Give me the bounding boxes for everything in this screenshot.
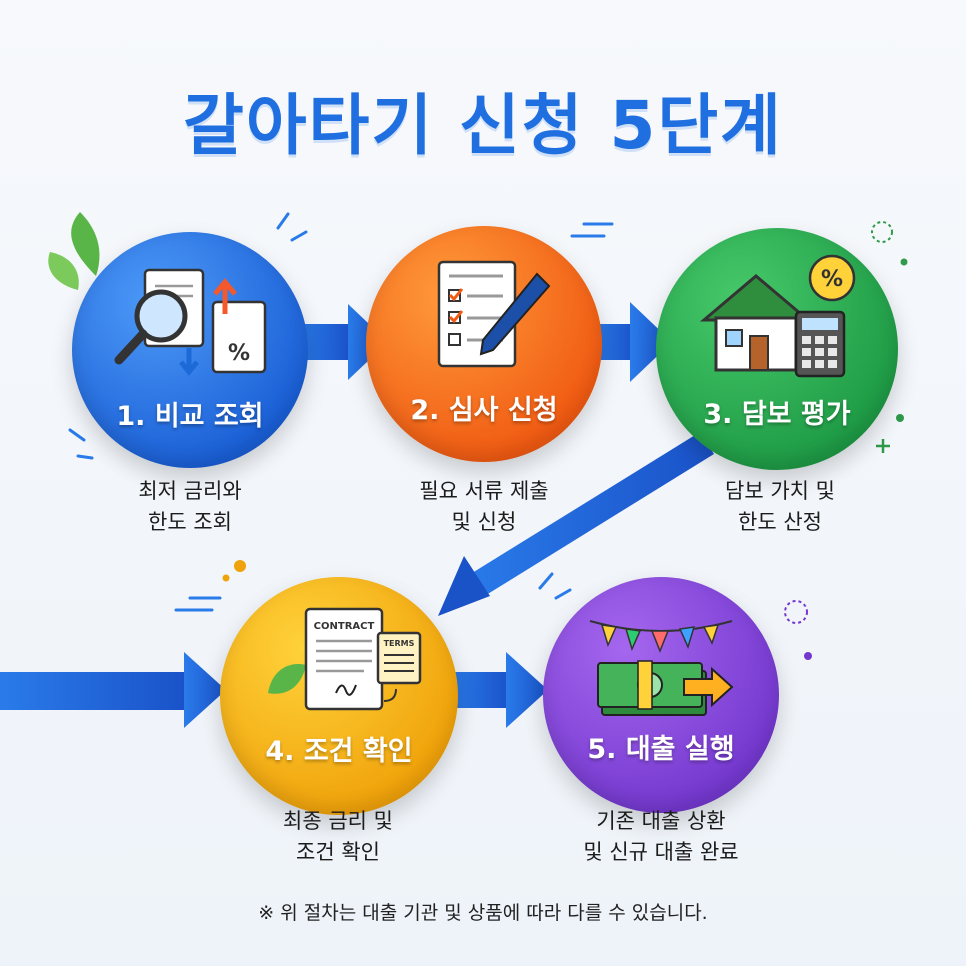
checklist-pen-icon <box>437 260 551 368</box>
step-4-circle: CONTRACT TERMS 4. 조건 확인 <box>220 577 458 815</box>
footnote: ※ 위 절차는 대출 기관 및 상품에 따라 다를 수 있습니다. <box>258 902 708 924</box>
step-1-description: 최저 금리와 한도 조회 <box>80 476 300 538</box>
step-5-desc-line2: 및 신규 대출 완료 <box>583 840 739 864</box>
step-3-description: 담보 가치 및 한도 산정 <box>670 476 890 538</box>
step-5-description: 기존 대출 상환 및 신규 대출 완료 <box>551 806 771 868</box>
step-1-desc-line1: 최저 금리와 <box>138 479 242 503</box>
step-5-circle: 5. 대출 실행 <box>543 577 779 813</box>
step-1-label: 1. 비교 조회 <box>116 401 264 432</box>
contract-text: CONTRACT <box>314 621 375 632</box>
arrow-step4-to-step5 <box>452 652 548 728</box>
page-title: 갈아타기 신청 5단계 <box>183 87 783 164</box>
magnifier-document-icon: % <box>114 268 267 377</box>
step-2-desc-line2: 및 신청 <box>451 510 517 534</box>
house-calculator-icon: % <box>699 254 856 378</box>
step-2-circle: 2. 심사 신청 <box>366 226 602 462</box>
step-3-circle: % 3. 담보 평가 <box>656 228 898 470</box>
money-celebration-icon <box>589 620 734 716</box>
step-1-circle: % 1. 비교 조회 <box>72 232 308 468</box>
step-2-description: 필요 서류 제출 및 신청 <box>374 476 594 538</box>
arrow-step2-to-step3 <box>596 302 672 382</box>
step-3-label: 3. 담보 평가 <box>703 399 851 430</box>
step-1-desc-line2: 한도 조회 <box>148 510 232 534</box>
step-3-desc-line2: 한도 산정 <box>738 510 822 534</box>
step-4-desc-line2: 조건 확인 <box>296 840 380 864</box>
step-5-label: 5. 대출 실행 <box>587 734 735 765</box>
step-4-desc-line1: 최종 금리 및 <box>283 809 393 833</box>
arrow-step3-to-step4 <box>438 432 714 616</box>
step-2-desc-line1: 필요 서류 제출 <box>419 479 549 503</box>
step-4-label: 4. 조건 확인 <box>265 736 413 767</box>
step-4-description: 최종 금리 및 조건 확인 <box>228 806 448 868</box>
terms-text: TERMS <box>384 639 415 648</box>
spark-lines <box>68 212 614 612</box>
arrow-into-step4 <box>0 652 226 728</box>
step-3-desc-line1: 담보 가치 및 <box>725 479 835 503</box>
svg-text:%: % <box>228 341 250 366</box>
leaf-decoration <box>48 212 100 290</box>
step-5-desc-line1: 기존 대출 상환 <box>596 809 726 833</box>
step-2-label: 2. 심사 신청 <box>410 395 558 426</box>
svg-text:%: % <box>821 267 843 292</box>
contract-icon: CONTRACT TERMS <box>268 607 422 711</box>
